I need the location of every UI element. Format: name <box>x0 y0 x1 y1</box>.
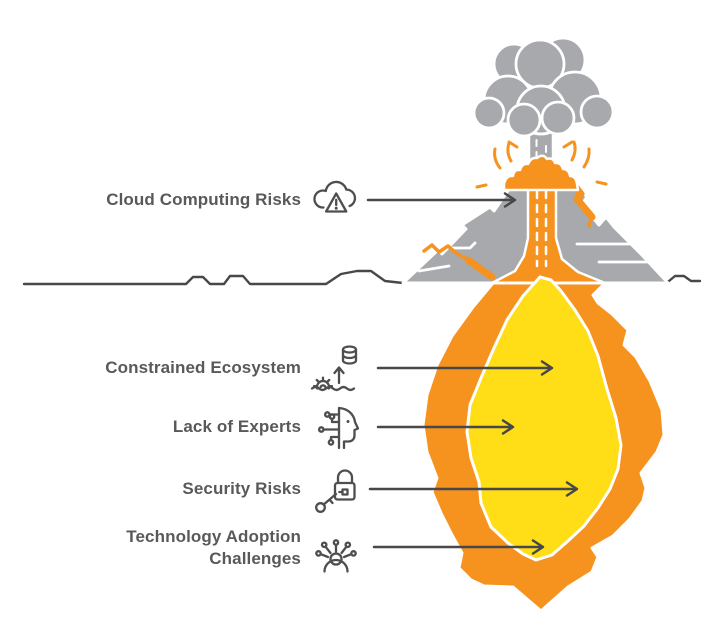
label-row-lack-of-experts: Lack of Experts <box>0 402 362 452</box>
ground-line-left <box>22 269 405 286</box>
database-gear-icon <box>310 342 362 394</box>
label-row-technology-adoption: Technology Adoption Challenges <box>0 520 362 576</box>
people-network-icon <box>310 522 362 574</box>
lava-flow-left <box>422 243 496 281</box>
label-technology-adoption: Technology Adoption Challenges <box>126 526 301 568</box>
conduit-dashes <box>535 189 548 268</box>
arrow-technology-adoption <box>372 539 545 555</box>
ai-head-icon <box>310 401 362 453</box>
label-row-constrained-ecosystem: Constrained Ecosystem <box>0 340 362 396</box>
label-security-risks: Security Risks <box>182 478 301 498</box>
lava-spurts <box>475 140 608 189</box>
arrow-constrained-ecosystem <box>376 360 554 376</box>
label-row-cloud-computing-risks: Cloud Computing Risks <box>0 174 362 226</box>
label-lack-of-experts: Lack of Experts <box>172 416 301 436</box>
crater-lava <box>502 154 580 192</box>
lock-key-icon <box>310 463 362 515</box>
arrow-security-risks <box>368 481 579 497</box>
label-row-security-risks: Security Risks <box>0 462 362 516</box>
label-cloud-computing-risks: Cloud Computing Risks <box>106 189 301 209</box>
label-constrained-ecosystem: Constrained Ecosystem <box>105 357 301 377</box>
smoke-cloud <box>472 36 615 138</box>
arrow-lack-of-experts <box>376 419 515 435</box>
cloud-warning-icon <box>310 174 362 226</box>
arrow-cloud-computing-risks <box>366 192 517 208</box>
